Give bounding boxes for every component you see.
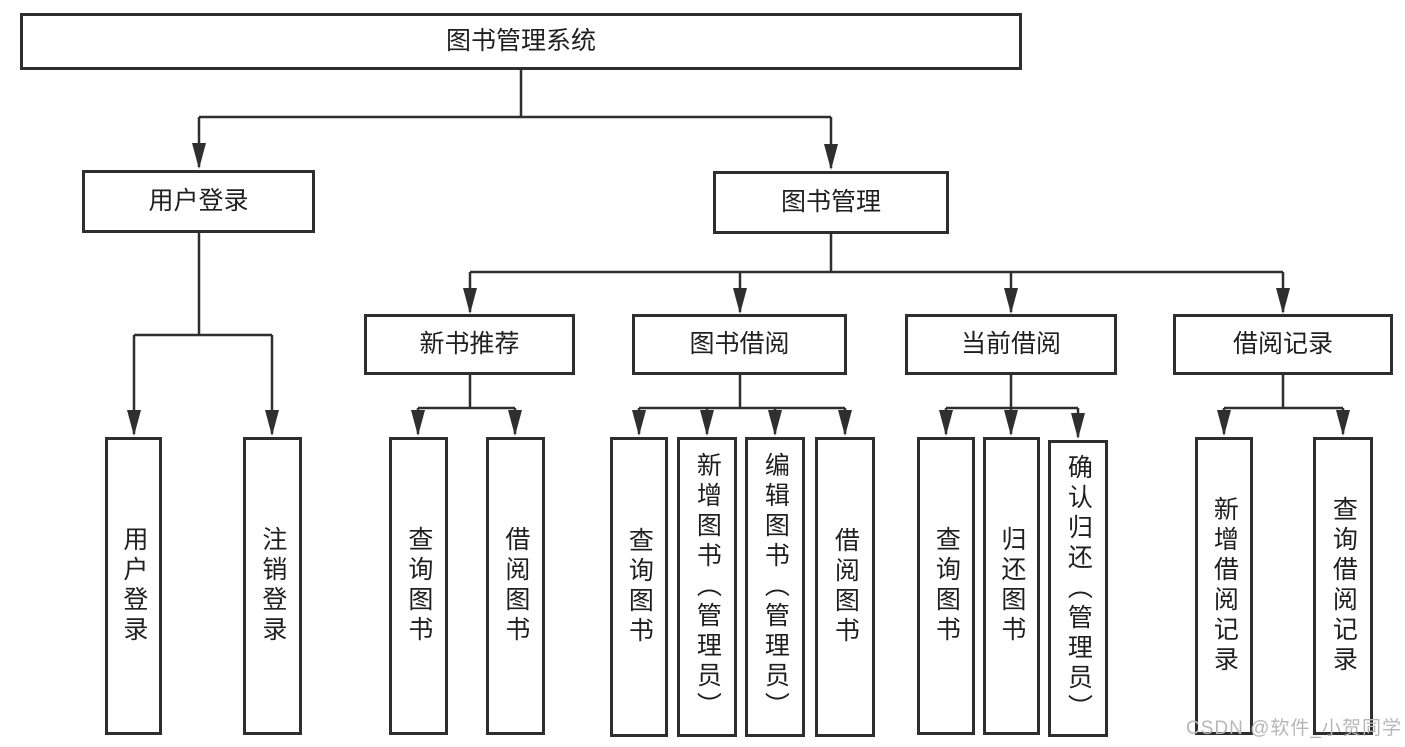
node-user-login: 用户登录 <box>82 170 315 233</box>
leaf-current-return-books: 归还图书 <box>983 437 1040 735</box>
leaf-recommend-borrow-books: 借阅图书 <box>486 437 545 735</box>
leaf-borrowing-edit-books-admin: 编辑图书（管理员） <box>745 437 805 737</box>
leaf-current-confirm-return-admin: 确认归还（管理员） <box>1048 440 1108 737</box>
csdn-watermark: CSDN @软件_小贺同学 <box>1186 718 1402 739</box>
node-book-borrowing: 图书借阅 <box>632 314 847 375</box>
leaf-records-query-borrow-record: 查询借阅记录 <box>1313 437 1373 735</box>
node-root: 图书管理系统 <box>20 13 1022 70</box>
leaf-borrowing-query-books: 查询图书 <box>610 437 668 737</box>
leaf-logout: 注销登录 <box>243 437 302 735</box>
leaf-borrowing-add-books-admin: 新增图书（管理员） <box>677 437 737 737</box>
leaf-user-login: 用户登录 <box>105 437 162 735</box>
node-current-borrowing: 当前借阅 <box>905 314 1117 375</box>
leaf-recommend-query-books: 查询图书 <box>389 437 448 735</box>
node-new-book-recommendation: 新书推荐 <box>364 314 575 375</box>
leaf-records-add-borrow-record: 新增借阅记录 <box>1195 437 1253 735</box>
node-book-management: 图书管理 <box>713 171 949 234</box>
leaf-borrowing-borrow-books: 借阅图书 <box>815 437 875 737</box>
leaf-current-query-books: 查询图书 <box>917 437 975 735</box>
node-borrowing-records: 借阅记录 <box>1173 314 1393 375</box>
